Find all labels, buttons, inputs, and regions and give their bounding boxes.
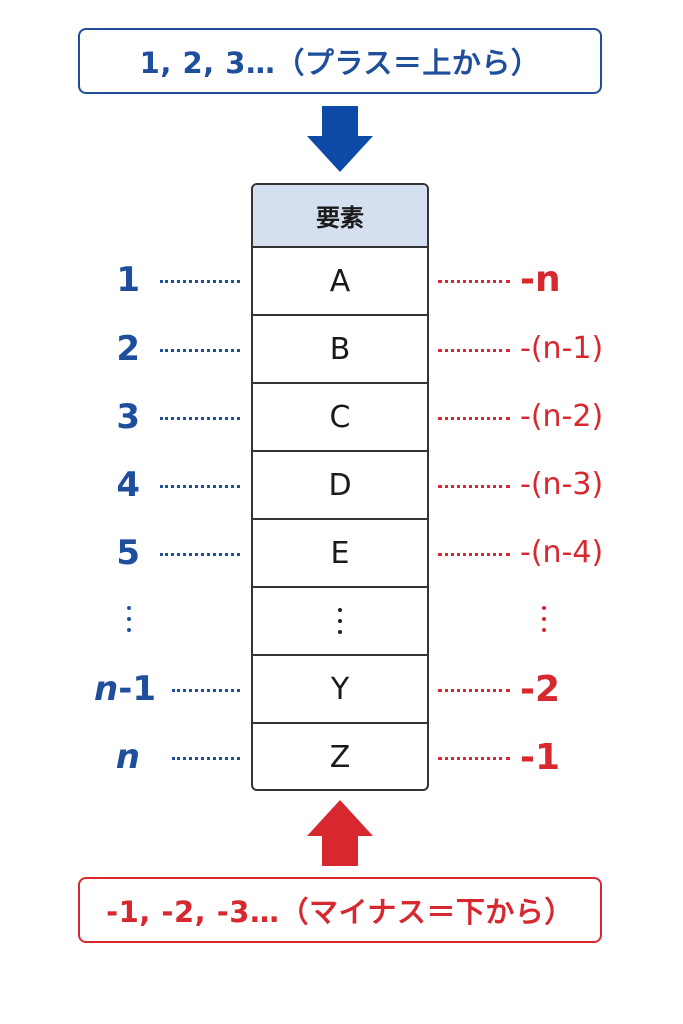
left-index-2: 2 (116, 329, 140, 369)
up-arrow-icon (307, 800, 373, 866)
left-leader-n (172, 757, 240, 760)
left-leader-1 (160, 280, 240, 283)
element-table: 要素 A B C D E Y Z (251, 183, 429, 791)
right-leader-5 (438, 553, 510, 556)
left-leader-2 (160, 349, 240, 352)
left-index-var: n (94, 669, 119, 709)
right-leader-4 (438, 485, 510, 488)
right-index-minus-n-3: -(n-3) (520, 467, 604, 502)
top-caption-text: 1, 2, 3…（プラス＝上から） (139, 46, 541, 80)
left-index-suffix: -1 (118, 669, 156, 709)
right-index-minus-1: -1 (520, 737, 560, 778)
left-leader-n-minus-1 (172, 689, 240, 692)
table-row-z: Z (253, 722, 427, 789)
right-index-minus-n: -n (520, 259, 561, 300)
right-index-minus-n-1: -(n-1) (520, 331, 604, 366)
table-row-y: Y (253, 654, 427, 722)
right-leader-n-minus-1 (438, 689, 510, 692)
left-index-n: n (115, 737, 140, 777)
right-leader-2 (438, 349, 510, 352)
table-row-ellipsis (253, 586, 427, 654)
right-leader-1 (438, 280, 510, 283)
bottom-caption: -1, -2, -3…（マイナス＝下から） (78, 877, 602, 943)
left-leader-5 (160, 553, 240, 556)
left-index-3: 3 (116, 397, 140, 437)
left-index-1: 1 (116, 260, 140, 300)
table-row-a: A (253, 246, 427, 314)
bottom-caption-text: -1, -2, -3…（マイナス＝下から） (106, 895, 574, 929)
right-index-minus-2: -2 (520, 669, 560, 710)
right-leader-n (438, 757, 510, 760)
down-arrow-icon (307, 106, 373, 172)
left-vertical-ellipsis-icon (126, 606, 132, 632)
table-row-c: C (253, 382, 427, 450)
left-index-5: 5 (116, 533, 140, 573)
vertical-ellipsis-icon (337, 608, 343, 634)
right-vertical-ellipsis-icon (541, 606, 547, 632)
table-row-d: D (253, 450, 427, 518)
table-row-b: B (253, 314, 427, 382)
left-index-4: 4 (116, 465, 140, 505)
left-leader-3 (160, 417, 240, 420)
top-caption: 1, 2, 3…（プラス＝上から） (78, 28, 602, 94)
table-header: 要素 (253, 185, 427, 246)
right-index-minus-n-2: -(n-2) (520, 399, 604, 434)
right-index-minus-n-4: -(n-4) (520, 535, 604, 570)
table-row-e: E (253, 518, 427, 586)
right-leader-3 (438, 417, 510, 420)
left-index-n-minus-1: n-1 (86, 672, 156, 706)
left-leader-4 (160, 485, 240, 488)
